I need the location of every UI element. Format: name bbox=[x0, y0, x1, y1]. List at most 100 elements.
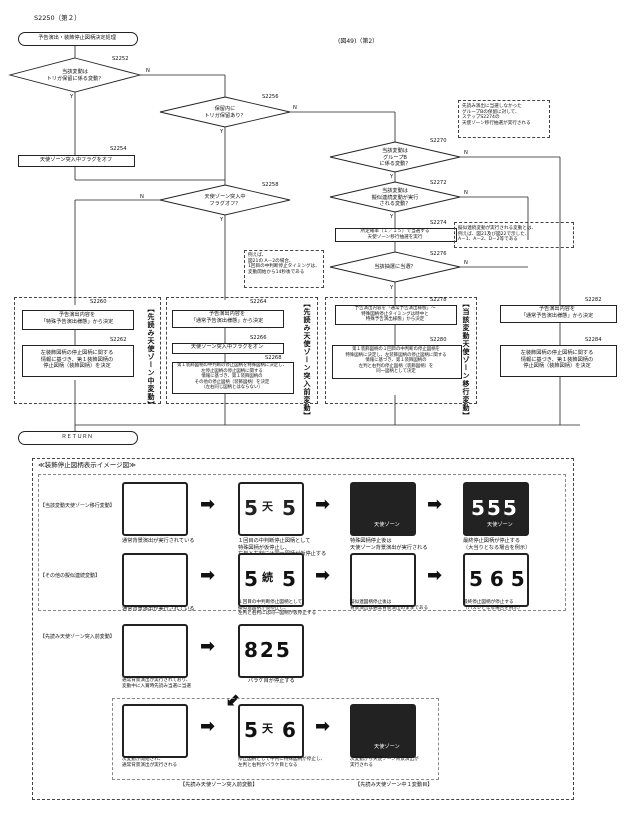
n-marker: N bbox=[464, 150, 468, 157]
screen-r1c2: 5 天 5 bbox=[238, 482, 304, 536]
group-1-label: 【先読み天使ゾーン中変動】 bbox=[146, 305, 156, 409]
digit-right: 5 bbox=[282, 567, 296, 591]
tenshi-zone-label: 天使ゾーン bbox=[374, 744, 400, 751]
p2274-label: 所定確率（１／１５）で当選する 天使ゾーン移行抽選を実行 bbox=[361, 229, 430, 240]
foot-label-2: 【先読み天使ゾーン中１変動目】 bbox=[355, 782, 433, 789]
p2268-label: 第１装飾図柄の中判断の停止図柄を特殊図柄に決定し、 左停止図柄の停止図柄に関する… bbox=[177, 363, 287, 391]
screen-r1c3: 天使ゾーン bbox=[350, 482, 416, 536]
group-3-label: 【当該変動天使ゾーン移行変動】 bbox=[461, 300, 471, 420]
r1c1-caption: 通常背景演出が実行されている bbox=[122, 538, 194, 545]
p2254-label: 天使ゾーン突入中フラグをオフ bbox=[40, 157, 112, 164]
arrow-right-icon: ➡ bbox=[315, 565, 330, 586]
step-number: S2250（第２） bbox=[34, 14, 81, 22]
result-digits: 5 6 5 bbox=[469, 567, 525, 591]
tenshi-zone-label: 天使ゾーン bbox=[487, 522, 513, 529]
arrow-right-icon: ➡ bbox=[200, 565, 215, 586]
p2264-label: 予告演出内容を 「通常予告演出様態」から決定 bbox=[191, 311, 264, 324]
arrow-right-icon: ➡ bbox=[315, 494, 330, 515]
d2272-label: 当該変動は 擬似連続変動が実行 される変動？ bbox=[372, 188, 419, 208]
y-marker: Y bbox=[220, 217, 223, 224]
row1-label: 【当該変動天使ゾーン移行変動】 bbox=[40, 503, 115, 509]
tenshi-zone-label: 天使ゾーン bbox=[374, 522, 400, 529]
r1c4-caption: 最終停止図柄が停止する （大当りとなる場合を例示） bbox=[463, 538, 530, 551]
arrow-right-icon: ➡ bbox=[200, 636, 215, 657]
p2284-step: S2284 bbox=[585, 337, 602, 344]
group-2-label: 【先読み天使ゾーン突入前変動】 bbox=[302, 300, 312, 420]
digit-right: 6 bbox=[282, 718, 296, 742]
d2272-step: S2272 bbox=[430, 180, 447, 187]
start-label: 予告演出・装飾停止図柄決定処理 bbox=[38, 35, 116, 42]
digit-left: 5 bbox=[244, 718, 258, 742]
p2262-label: 左装飾図柄の停止図柄に関する 情報に基づき、第１装飾図柄の 停止図柄（装飾図柄）… bbox=[41, 350, 114, 370]
special-symbol-zoku: 続 bbox=[262, 569, 273, 585]
arrow-right-icon: ➡ bbox=[427, 494, 442, 515]
n-marker: N bbox=[464, 260, 468, 267]
screen-r2c3 bbox=[350, 553, 416, 607]
r4c1-caption: 次変動が開始され、 通常背景演出が実行される bbox=[122, 757, 177, 768]
d2252-label: 当該変動は トリガ保留に係る変動？ bbox=[46, 69, 103, 82]
d2270-label: 当該変動は グループB に係る変動？ bbox=[379, 148, 410, 168]
screen-r1c4: 555 天使ゾーン bbox=[463, 482, 529, 536]
arrow-right-icon: ➡ bbox=[427, 565, 442, 586]
y-marker: Y bbox=[390, 214, 393, 221]
digit-left: 5 bbox=[244, 496, 258, 520]
n-marker: N bbox=[464, 190, 468, 197]
note-left-text: 例えば、 図21の A－2の場合、 1回目の中判断停止タイミングは、 変動開始か… bbox=[248, 253, 320, 276]
d2276-label: 当該抽選に当選？ bbox=[374, 264, 416, 271]
p2280-label: 第１装飾図柄の１回目の中判断の停止図柄を 特殊図柄に決定し、左装飾図柄の停止図柄… bbox=[346, 347, 447, 375]
note-top-text: 先読み演出に当選しなかった グループBの保留に対して、 ステップS2274の 天… bbox=[462, 104, 531, 127]
screen-r4c2: 5 天 6 bbox=[238, 704, 304, 758]
special-symbol-ten: 天 bbox=[262, 498, 273, 514]
n-marker: N bbox=[293, 105, 297, 112]
r3c1-caption: 通常背景演出が実行されており、 変動中に入賞時先読み当選に当選 bbox=[122, 678, 191, 689]
d2252-step: S2252 bbox=[112, 56, 129, 63]
screen-r3c2: 825 bbox=[238, 624, 304, 678]
p2282-step: S2282 bbox=[585, 297, 602, 304]
p2264-step: S2264 bbox=[250, 299, 267, 306]
screen-r4c1 bbox=[122, 704, 188, 758]
screen-r2c1 bbox=[122, 553, 188, 607]
n-marker: N bbox=[146, 68, 150, 75]
d2258-label: 天使ゾーン突入中 フラグオフ？ bbox=[204, 194, 245, 207]
y-marker: Y bbox=[390, 174, 393, 181]
r2c3-caption: 擬似連図柄停止後は 背景演出は通常背景演出のままである bbox=[350, 600, 428, 611]
r2c4-caption: 最終停止図柄が停止する （ハズレとなる場合を例示） bbox=[463, 600, 523, 611]
p2280-step: S2280 bbox=[430, 337, 447, 344]
y-marker: Y bbox=[220, 129, 223, 136]
screen-r4c3: 天使ゾーン bbox=[350, 704, 416, 758]
note-mid-text: 擬似連続変動が実行される変動とは、 例えば、図21及び図22で示した、 A－1、… bbox=[458, 226, 536, 243]
r2c1-caption: 通常背景演出が実行されている bbox=[122, 606, 194, 613]
figure-label: (図49)（第2） bbox=[338, 38, 378, 46]
d2276-step: S2276 bbox=[430, 251, 447, 258]
p2260-step: S2260 bbox=[90, 299, 107, 306]
p2278-step: S2278 bbox=[430, 297, 447, 304]
row3-label: 【先読み天使ゾーン突入前変動】 bbox=[40, 634, 115, 640]
image-title: ≪装飾停止図柄表示イメージ図≫ bbox=[38, 461, 136, 469]
d2256-step: S2256 bbox=[262, 94, 279, 101]
digit-right: 5 bbox=[282, 496, 296, 520]
p2262-step: S2262 bbox=[110, 337, 127, 344]
p2278-label: 予告演出内容を「通常予告演出様態」～ 特殊図柄停止タイミングは時中と 特殊予告演… bbox=[355, 306, 436, 323]
p2260-label: 予告演出内容を 「特殊予告演出様態」から決定 bbox=[41, 312, 114, 325]
arrow-right-icon: ➡ bbox=[315, 716, 330, 737]
p2266-label: 天使ゾーン突入中フラグをオン bbox=[191, 344, 263, 351]
r2c2-caption: １回目の中判断停止図柄として 擬似連図柄が仮停止し、 左判と右判には同一図柄が仮… bbox=[238, 600, 316, 617]
r4c2-caption: 停止図柄として中判に特殊図柄が停止し、 左判と右判がバラケ目となる bbox=[238, 757, 325, 768]
p2268-step: S2268 bbox=[265, 355, 282, 362]
d2258-step: S2258 bbox=[262, 182, 279, 189]
screen-r2c4: 5 6 5 bbox=[463, 553, 529, 607]
d2270-step: S2270 bbox=[430, 138, 447, 145]
result-digits: 555 bbox=[471, 496, 519, 520]
p2266-step: S2266 bbox=[250, 335, 267, 342]
r4c3-caption: 次変動から天使ゾーン背景演出が 実行される bbox=[350, 757, 419, 768]
arrow-right-icon: ➡ bbox=[200, 494, 215, 515]
digit-left: 5 bbox=[244, 567, 258, 591]
p2274-step: S2274 bbox=[430, 220, 447, 227]
screen-r3c1 bbox=[122, 624, 188, 678]
p2254-step: S2254 bbox=[110, 146, 127, 153]
special-symbol-ten: 天 bbox=[262, 720, 273, 736]
y-marker: Y bbox=[70, 94, 73, 101]
d2256-label: 保留内に トリガ保留あり？ bbox=[204, 106, 246, 119]
y-marker: Y bbox=[390, 285, 393, 292]
p2284-label: 左装飾図柄の停止図柄に関する 情報に基づき、第１装飾図柄の 停止図柄（装飾図柄）… bbox=[521, 350, 594, 370]
